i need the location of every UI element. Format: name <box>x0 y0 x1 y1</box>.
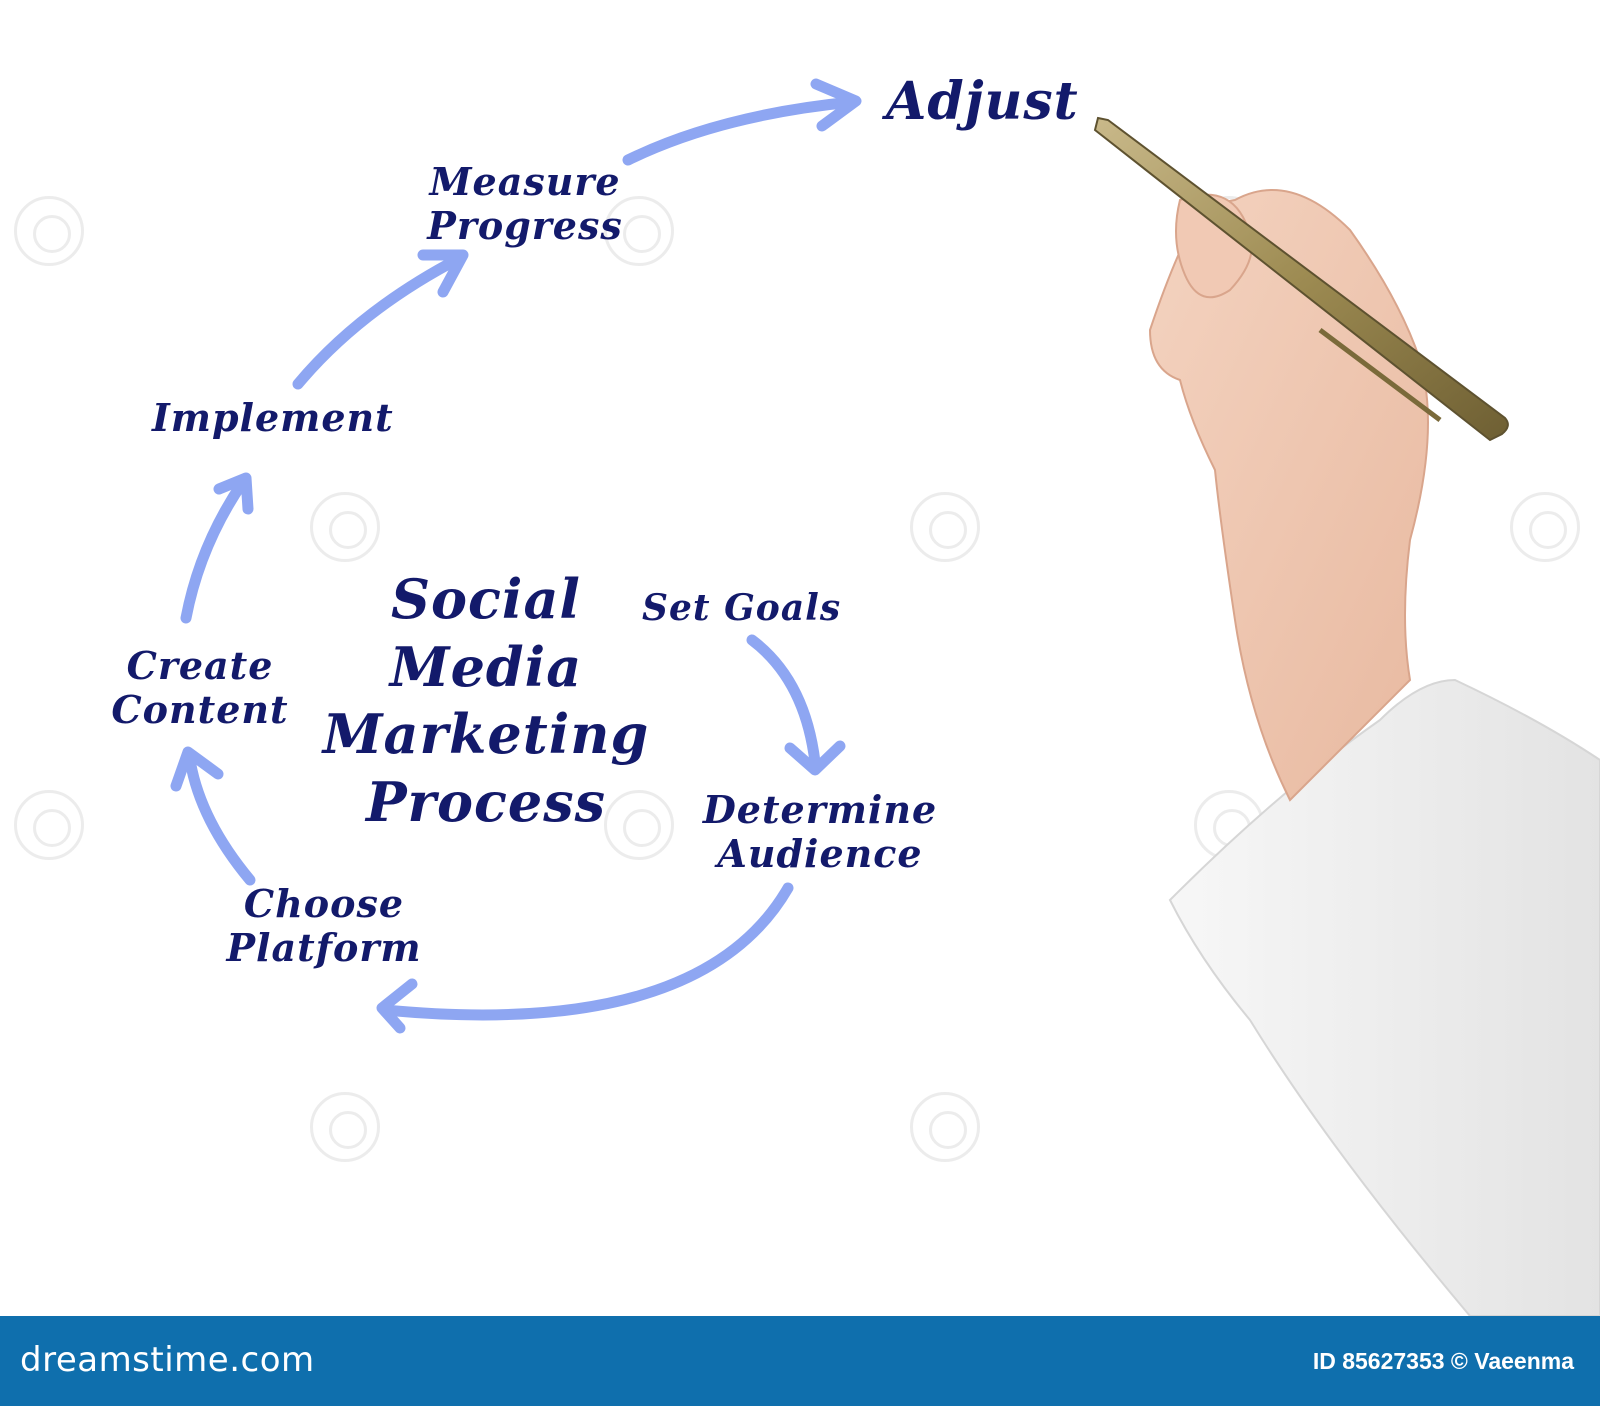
diagram-drawing <box>170 78 1600 1316</box>
arrowhead-audience-icon <box>784 740 846 776</box>
arrow-content-to-implement <box>180 476 249 624</box>
step-determine-audience-line: Audience <box>717 830 923 876</box>
step-choose-platform: Choose Platform <box>214 882 434 969</box>
pen-shape <box>1093 116 1509 442</box>
arrowhead-platform-icon <box>376 978 418 1034</box>
step-create-content: Create Content <box>100 644 300 731</box>
arrowhead-content-icon <box>170 746 224 792</box>
watermark-logo-icon <box>14 790 84 860</box>
title-line: Process <box>365 769 607 834</box>
arrowhead-adjust-icon <box>810 78 862 132</box>
footer-brand: dreamstime.com <box>20 1340 315 1380</box>
step-create-content-line: Create <box>126 643 274 688</box>
diagram-canvas: Social Media Marketing Process Set Goals… <box>14 72 1600 1316</box>
sleeve-shape <box>1168 678 1600 1316</box>
footer-credit: ID 85627353 © Vaeenma <box>1312 1348 1574 1374</box>
arrow-measure-to-adjust <box>622 96 858 166</box>
step-choose-platform-line: Choose <box>243 881 405 926</box>
step-measure-progress: Measure Progress <box>420 160 630 247</box>
step-set-goals: Set Goals <box>642 587 842 629</box>
arrow-audience-to-platform <box>379 882 794 1021</box>
arrow-set-goals-to-audience <box>746 634 821 768</box>
arrow-platform-to-content <box>184 754 256 886</box>
watermark-logo-icon <box>604 196 674 266</box>
step-determine-audience-line: Determine <box>702 787 938 832</box>
step-create-content-line: Content <box>111 686 289 732</box>
step-measure-progress-line: Measure <box>429 159 621 204</box>
arrowhead-implement-icon <box>213 472 254 515</box>
watermark-logo-icon <box>310 1092 380 1162</box>
watermark-logo-icon <box>910 492 980 562</box>
diagram-title: Social Media Marketing Process <box>296 566 676 836</box>
watermark-logo-icon <box>910 1092 980 1162</box>
step-determine-audience: Determine Audience <box>690 788 950 875</box>
watermark-logo-icon <box>604 790 674 860</box>
step-choose-platform-line: Platform <box>226 924 422 970</box>
step-implement: Implement <box>152 396 394 440</box>
watermark-logo-icon <box>1510 492 1580 562</box>
hand-shape <box>1148 189 1429 802</box>
step-implement-text: Implement <box>152 395 394 440</box>
title-line: Social <box>391 567 581 631</box>
title-line: Media <box>389 634 583 699</box>
watermark-logo-icon <box>14 196 84 266</box>
pen-clip-shape <box>1318 328 1442 422</box>
watermark-logo-icon <box>310 492 380 562</box>
arrow-implement-to-measure <box>292 252 466 390</box>
step-adjust: Adjust <box>886 72 1079 132</box>
step-set-goals-text: Set Goals <box>642 587 842 629</box>
step-measure-progress-line: Progress <box>427 202 623 248</box>
footer-bar: dreamstime.com ID 85627353 © Vaeenma <box>0 1316 1600 1406</box>
arrowhead-measure-icon <box>417 249 469 298</box>
title-line: Marketing <box>322 702 650 766</box>
step-adjust-text: Adjust <box>886 71 1079 132</box>
